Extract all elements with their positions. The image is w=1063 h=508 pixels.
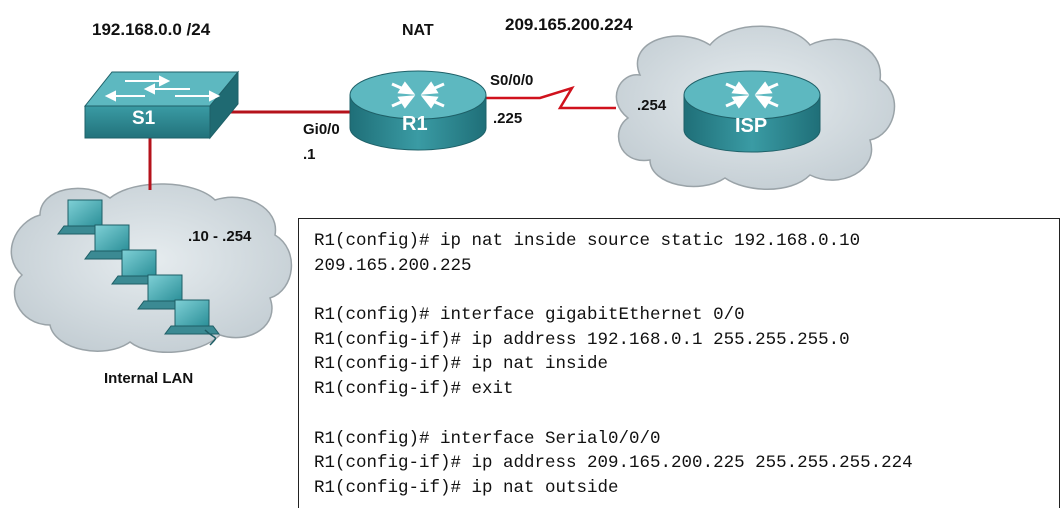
r1-serial-interface-label: S0/0/0	[490, 72, 534, 89]
config-line: R1(config)# ip nat inside source static …	[314, 231, 861, 251]
config-output: R1(config)# ip nat inside source static …	[298, 218, 1060, 508]
links	[148, 85, 616, 190]
lan-name-label: Internal LAN	[104, 370, 194, 387]
serial-link-r1-isp	[482, 85, 616, 110]
config-line: R1(config)# interface Serial0/0/0	[314, 428, 661, 449]
config-line: R1(config-if)# exit	[314, 379, 514, 400]
public-network-label: 209.165.200.224	[505, 15, 633, 34]
router-r1-icon	[349, 70, 487, 151]
nat-label: NAT	[402, 22, 434, 39]
config-line: R1(config-if)# ip address 192.168.0.1 25…	[314, 329, 850, 350]
config-line: R1(config-if)# ip address 209.165.200.22…	[314, 453, 913, 474]
lan-pcs	[57, 199, 220, 346]
config-line: 209.165.200.225	[314, 255, 472, 276]
lan-network-label: 192.168.0.0 /24	[92, 20, 211, 39]
router-r1-label: R1	[402, 113, 428, 135]
r1-serial-host-label: .225	[493, 110, 523, 127]
switch-s1-icon	[83, 70, 240, 140]
isp-host-label: .254	[637, 97, 667, 114]
router-isp-icon	[683, 70, 821, 153]
pc-icon	[164, 299, 220, 335]
switch-label: S1	[132, 108, 156, 129]
r1-gig-host-label: .1	[303, 146, 316, 163]
config-line	[314, 402, 1059, 427]
config-line: R1(config)# interface gigabitEthernet 0/…	[314, 305, 745, 326]
r1-gig-interface-label: Gi0/0	[303, 121, 340, 138]
lan-hosts-label: .10 - .254	[188, 228, 252, 245]
config-line: R1(config-if)# ip nat inside	[314, 354, 609, 375]
config-line: R1(config-if)# ip nat outside	[314, 477, 619, 498]
config-line	[314, 278, 1059, 303]
router-isp-label: ISP	[735, 115, 768, 137]
pc-icon	[84, 224, 140, 260]
